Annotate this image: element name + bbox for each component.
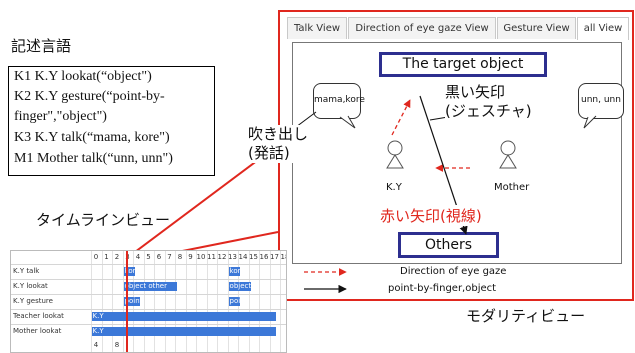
link-line-top bbox=[126, 144, 279, 259]
timeline-tick-label: 2 bbox=[114, 253, 120, 261]
tab-eye-gaze-view[interactable]: Direction of eye gaze View bbox=[348, 17, 496, 39]
timeline-gridline bbox=[248, 251, 250, 352]
timeline-row bbox=[11, 279, 286, 295]
timeline-tick-label: 11 bbox=[207, 253, 216, 261]
timeline-tick-label: 1 bbox=[104, 253, 109, 261]
timeline-tick-label: 0 bbox=[93, 253, 99, 261]
code-line: K1 K.Y lookat(“object") bbox=[14, 69, 152, 84]
code-title: 記述言語 bbox=[11, 37, 72, 55]
timeline-gridline bbox=[101, 251, 103, 352]
bubble-left-tail bbox=[339, 115, 356, 129]
gaze-annotation: 赤い矢印(視線) bbox=[380, 205, 482, 226]
timeline-tick-label: 16 bbox=[259, 253, 269, 261]
timeline-gridline bbox=[269, 251, 271, 352]
timeline-gridline bbox=[185, 251, 187, 352]
legend-gaze-label: Direction of eye gaze bbox=[400, 266, 507, 277]
speech-bubble-right: unn, unn bbox=[578, 83, 624, 119]
timeline-bar[interactable]: K.Y bbox=[91, 327, 276, 336]
code-line: K2 K.Y gesture(“point-by- bbox=[14, 89, 165, 104]
timeline-gridline bbox=[259, 251, 260, 352]
timeline-tick-label: 9 bbox=[188, 253, 193, 261]
timeline-bar[interactable]: object other bbox=[123, 282, 178, 291]
speech-bubble-left: mama,kore bbox=[313, 83, 365, 119]
timeline-gridline bbox=[227, 251, 229, 352]
bubble-left-text: mama,kore bbox=[314, 95, 365, 105]
timeline-gridline bbox=[91, 251, 92, 352]
others-box: Others bbox=[398, 232, 499, 258]
bubble-right-text: unn, unn bbox=[581, 95, 621, 105]
timeline-tick-label: 4 bbox=[135, 253, 141, 261]
timeline-tick-label: 12 bbox=[217, 253, 227, 261]
code-line: K3 K.Y talk(“mama, kore") bbox=[14, 130, 170, 145]
timeline-row-label: Teacher lookat bbox=[13, 312, 64, 320]
timeline-gridline bbox=[122, 251, 124, 352]
gesture-annotation: 黒い矢印 (ジェスチャ) bbox=[445, 83, 532, 121]
tab-gesture-view[interactable]: Gesture View bbox=[497, 17, 576, 39]
timeline-cursor[interactable] bbox=[126, 251, 128, 352]
timeline-tick-label: 17 bbox=[270, 253, 279, 261]
timeline-footer-label: 8 bbox=[114, 341, 120, 349]
timeline-gridline bbox=[280, 251, 281, 352]
timeline-title: タイムラインビュー bbox=[36, 211, 170, 229]
timeline-row bbox=[11, 309, 286, 325]
timeline-bar[interactable]: K.Y bbox=[91, 312, 276, 321]
modality-canvas bbox=[292, 42, 622, 264]
timeline-gridline bbox=[143, 251, 145, 352]
timeline-tick-label: 6 bbox=[156, 253, 162, 261]
timeline-row bbox=[11, 264, 286, 280]
timeline-row-label: K.Y gesture bbox=[13, 297, 53, 305]
person-ky-label: K.Y bbox=[386, 182, 402, 193]
timeline-tick-label: 7 bbox=[167, 253, 172, 261]
timeline-tick-label: 15 bbox=[249, 253, 258, 261]
tab-all-view[interactable]: all View bbox=[577, 17, 629, 40]
person-mother-label: Mother bbox=[494, 182, 530, 193]
timeline-row-label: K.Y talk bbox=[13, 267, 40, 275]
timeline-gridline bbox=[164, 251, 166, 352]
timeline-tick-label: 13 bbox=[228, 253, 237, 261]
timeline-bar[interactable]: pointat bbox=[228, 297, 241, 306]
timeline-tick-label: 14 bbox=[238, 253, 248, 261]
timeline-tick-label: 10 bbox=[196, 253, 206, 261]
gaze-arrow-ky bbox=[391, 99, 411, 136]
timeline-row-label: K.Y lookat bbox=[13, 282, 48, 290]
timeline-gridline bbox=[196, 251, 197, 352]
timeline-gridline bbox=[154, 251, 155, 352]
tab-talk-view[interactable]: Talk View bbox=[287, 17, 347, 39]
speech-annotation-line2: (発話) bbox=[248, 144, 290, 162]
timeline-row-label: Mother lookat bbox=[13, 327, 62, 335]
timeline-tick-label: 18 bbox=[280, 253, 286, 261]
target-object-box: The target object bbox=[379, 52, 547, 77]
timeline-gridline bbox=[175, 251, 176, 352]
timeline-bar[interactable]: kore bbox=[123, 267, 136, 276]
modality-title: モダリティビュー bbox=[466, 307, 586, 325]
timeline-gridline bbox=[206, 251, 208, 352]
timeline-bar[interactable]: kore bbox=[228, 267, 241, 276]
timeline-bar[interactable]: pointat bbox=[123, 297, 141, 306]
timeline-gridline bbox=[112, 251, 113, 352]
timeline-footer-label: 4 bbox=[93, 341, 99, 349]
code-line: finger","object") bbox=[14, 109, 107, 124]
gesture-annotation-line2: (ジェスチャ) bbox=[445, 102, 532, 120]
gesture-annotation-line1: 黒い矢印 bbox=[445, 83, 506, 101]
speech-annotation-line1: 吹き出し bbox=[248, 125, 309, 143]
timeline-row bbox=[11, 294, 286, 310]
code-box: K1 K.Y lookat(“object") K2 K.Y gesture(“… bbox=[8, 66, 215, 176]
legend-gesture-label: point-by-finger,object bbox=[388, 283, 497, 294]
timeline-tick-label: 8 bbox=[177, 253, 183, 261]
timeline-view: 0123456789101112131415161718K.Y talkkore… bbox=[10, 250, 287, 353]
person-mother-icon bbox=[499, 140, 517, 169]
timeline-row bbox=[11, 324, 286, 340]
code-line: M1 Mother talk(“unn, unn") bbox=[14, 151, 173, 166]
timeline-tick-label: 5 bbox=[146, 253, 151, 261]
bubble-right-tail bbox=[583, 115, 597, 129]
person-ky-icon bbox=[386, 140, 404, 169]
timeline-gridline bbox=[217, 251, 218, 352]
timeline-bar[interactable]: object bbox=[228, 282, 251, 291]
speech-annotation: 吹き出し (発話) bbox=[248, 125, 309, 163]
